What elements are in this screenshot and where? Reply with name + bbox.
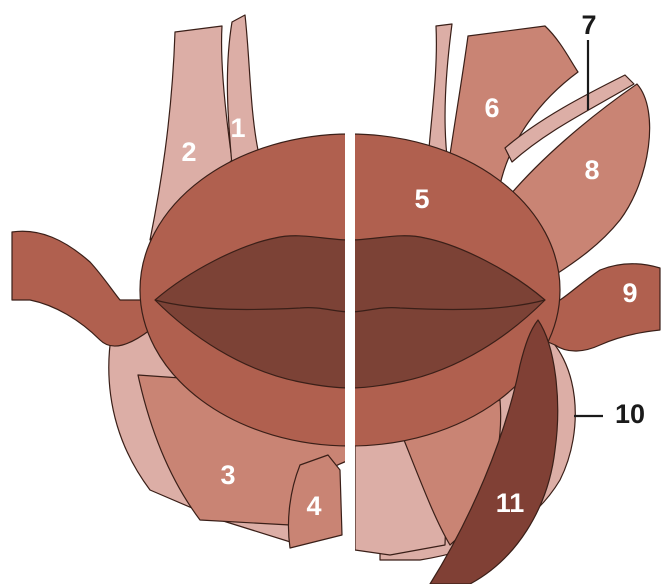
label-1: 1 [230,113,245,143]
label-9: 9 [622,278,637,308]
label-8: 8 [584,155,599,185]
label-3: 3 [220,460,235,490]
label-5: 5 [414,184,429,214]
label-2: 2 [181,137,196,167]
label-4: 4 [306,491,321,521]
label-10: 10 [615,399,645,429]
midline-divider [345,132,355,584]
label-11: 11 [496,488,525,518]
left-cheek-band [12,231,150,346]
label-7: 7 [581,10,596,40]
label-6: 6 [484,93,499,123]
right-thin-strap-muscle [428,24,452,165]
